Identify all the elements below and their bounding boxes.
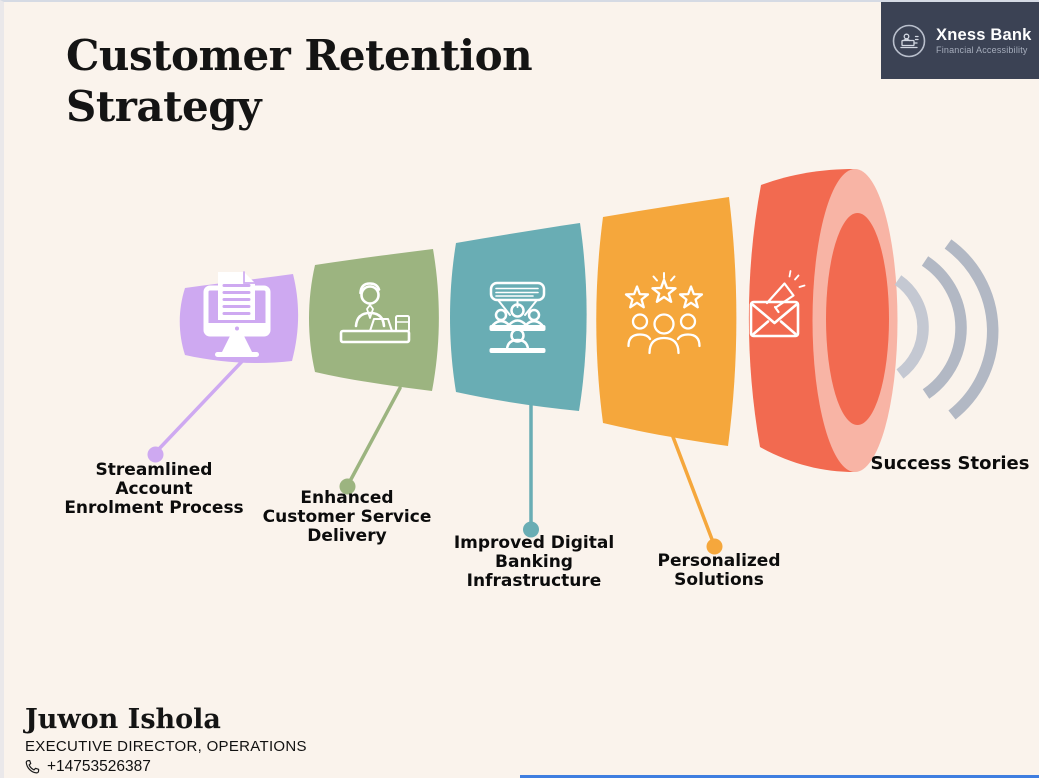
brand-tagline: Financial Accessibility [936, 44, 1028, 55]
label-streamlined-enrolment: Streamlined Account Enrolment Process [64, 460, 244, 519]
retention-funnel-graphic [147, 169, 999, 555]
presenter-name: Juwon Ishola [25, 704, 221, 735]
brand-logo: Xness Bank Financial Accessibility [881, 2, 1039, 79]
megaphone-head [748, 169, 898, 472]
teller-desk-icon [339, 282, 411, 344]
label-connectors [147, 351, 723, 555]
funnel-segments [179, 169, 898, 472]
segment-personalized-solutions [596, 197, 737, 446]
phone-icon [25, 760, 40, 774]
label-digital-banking: Improved Digital Banking Infrastructure [453, 533, 615, 592]
bottom-accent-line [520, 775, 1039, 778]
bank-teller-icon [892, 24, 926, 57]
monitor-document-icon [203, 271, 271, 357]
presenter-phone: +14753526387 [47, 758, 151, 776]
sound-waves-icon [894, 239, 999, 420]
rated-customers-icon [624, 272, 704, 355]
presenter-role: EXECUTIVE DIRECTOR, OPERATIONS [25, 738, 307, 756]
presenter-block: Juwon Ishola EXECUTIVE DIRECTOR, OPERATI… [25, 704, 307, 776]
announcement-mail-icon [749, 270, 806, 338]
brand-name: Xness Bank [936, 25, 1032, 44]
team-meeting-icon [489, 281, 546, 353]
page-title: Customer Retention Strategy [66, 31, 533, 132]
label-personalized-solutions: Personalized Solutions [657, 551, 781, 591]
label-customer-service: Enhanced Customer Service Delivery [262, 488, 432, 547]
megaphone-opening [826, 213, 889, 425]
label-success-stories: Success Stories [870, 453, 1030, 474]
